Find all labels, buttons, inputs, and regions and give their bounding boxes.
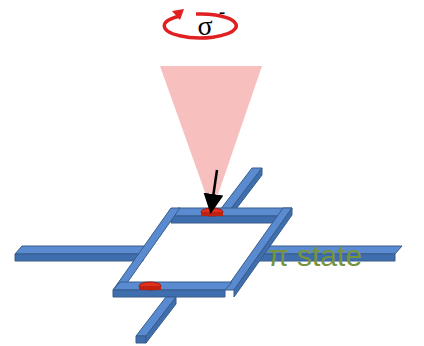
state-label: π state — [268, 241, 362, 271]
spin-arrow — [212, 170, 217, 204]
polarization-symbol: σ — [197, 12, 212, 40]
polarization-sign: - — [219, 2, 226, 22]
light-cone — [160, 66, 262, 212]
junction — [139, 208, 223, 290]
